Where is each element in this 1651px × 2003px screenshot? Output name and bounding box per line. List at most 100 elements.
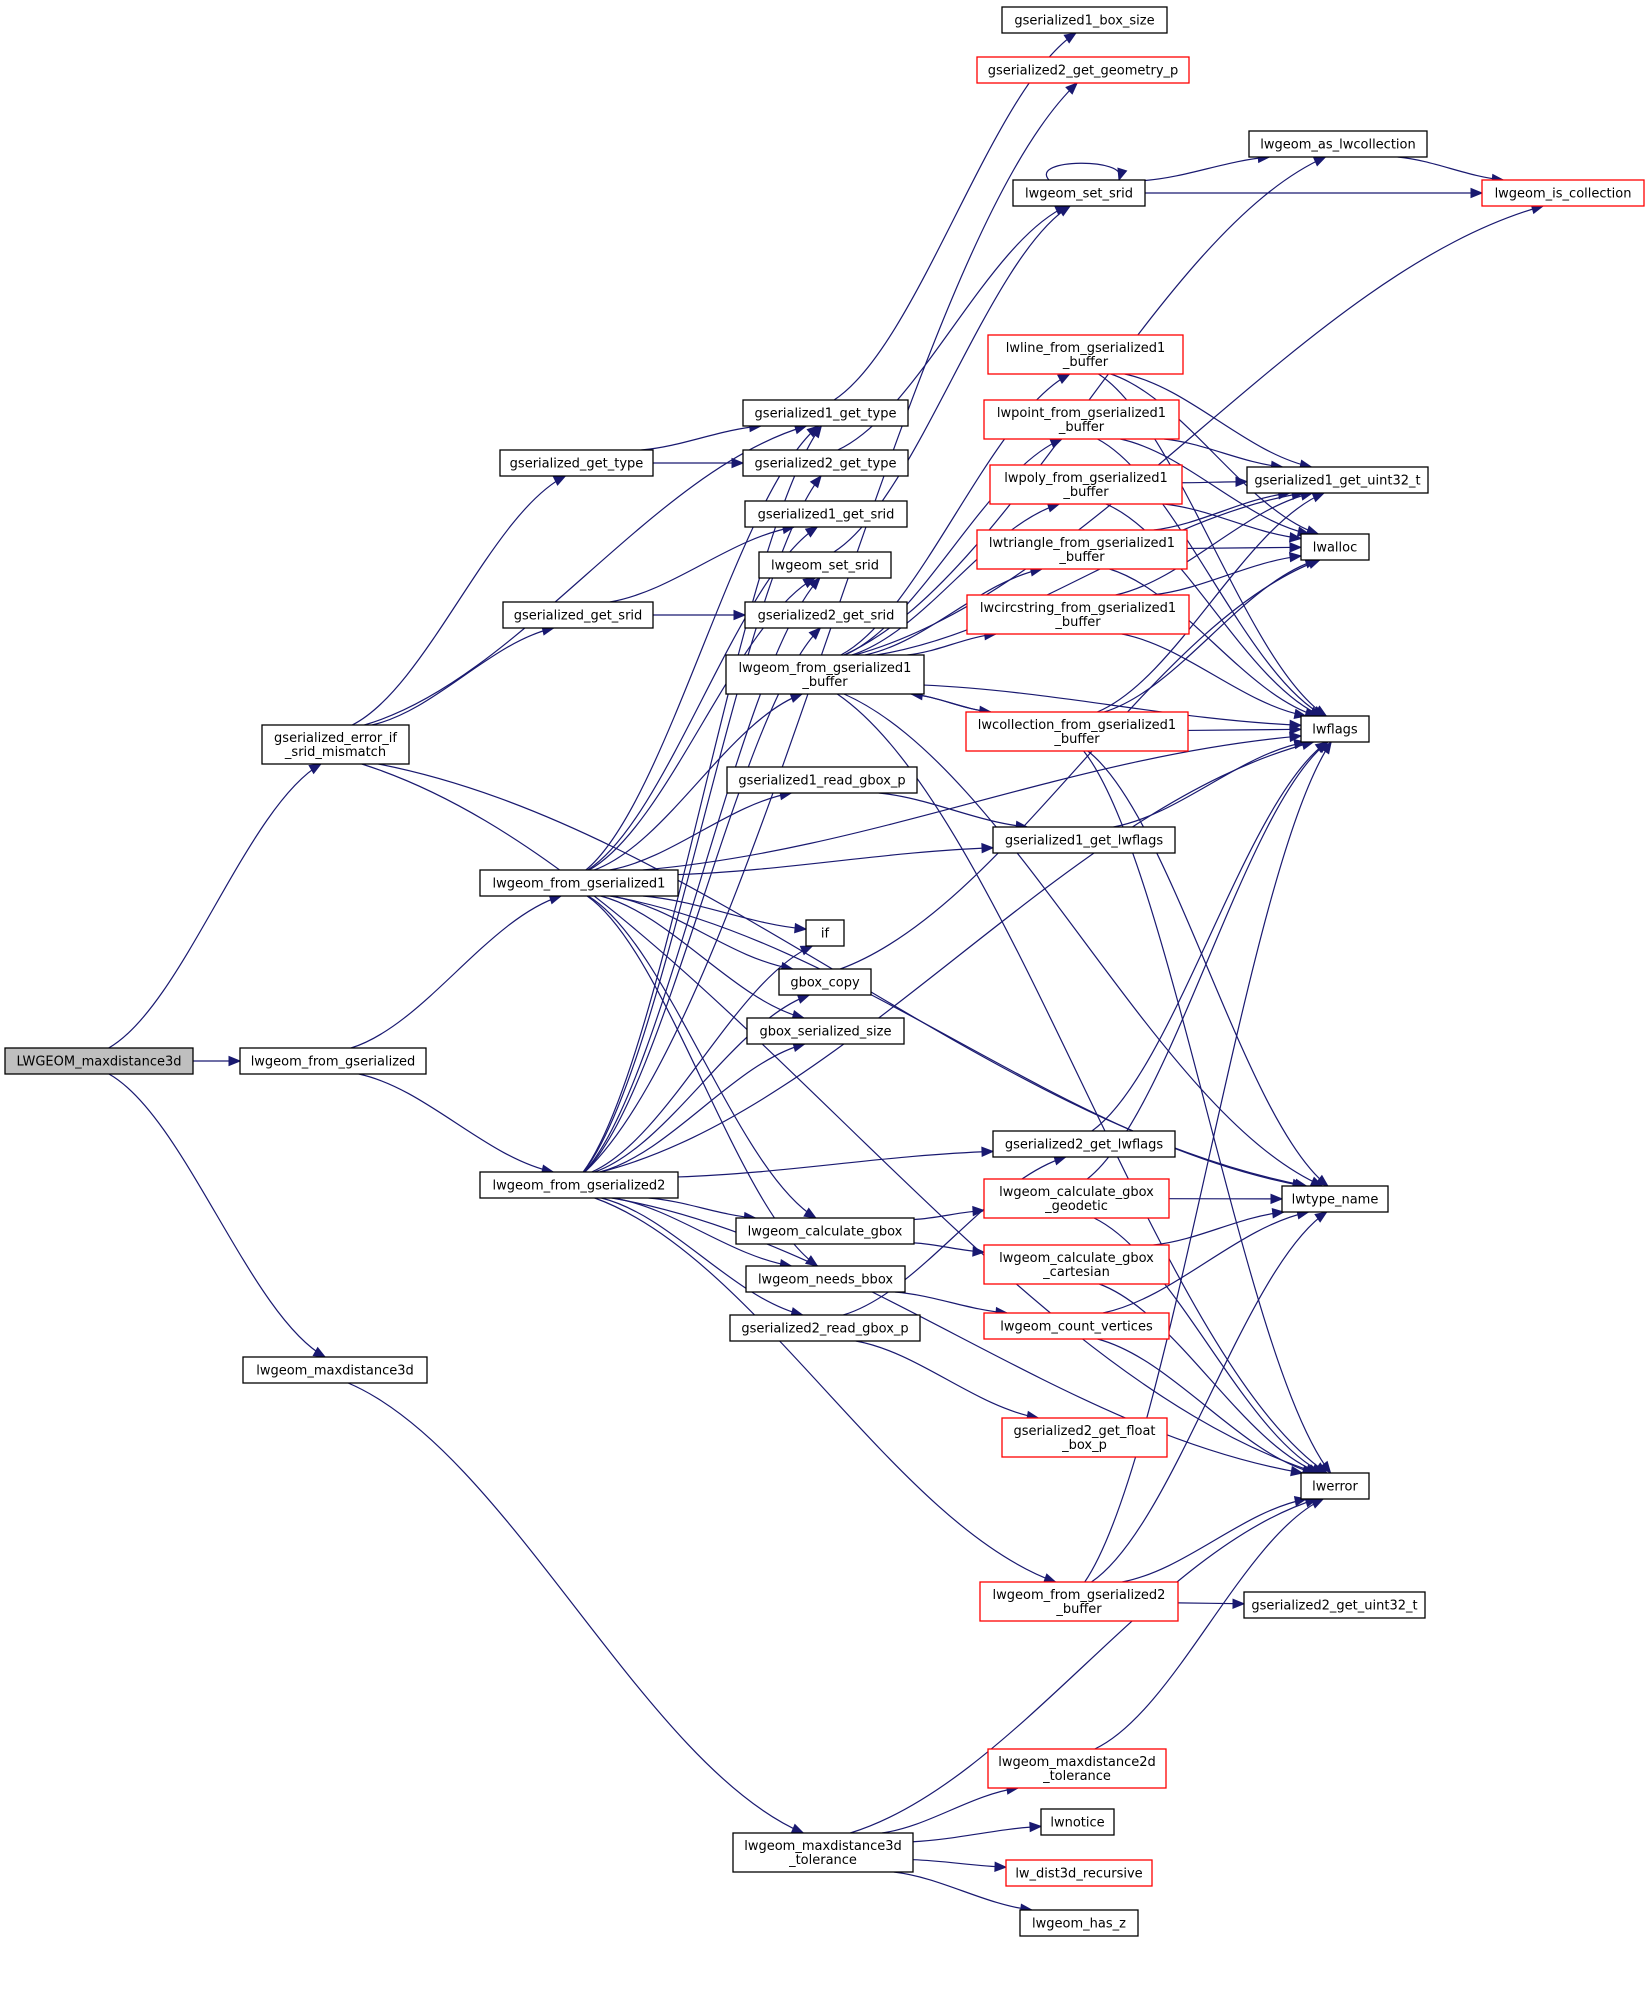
node-gserialized-get-type[interactable]: gserialized_get_type <box>499 449 654 477</box>
node-box[interactable] <box>758 551 892 579</box>
node-lwtriangle-from-gserialized1-buffer[interactable]: lwtriangle_from_gserialized1_buffer <box>976 529 1188 570</box>
node-box[interactable] <box>983 399 1180 440</box>
node-lwtype-name[interactable]: lwtype_name <box>1281 1185 1389 1213</box>
node-lwgeom-set-srid[interactable]: lwgeom_set_srid <box>1012 179 1146 207</box>
node-gserialized1-get-lwflags[interactable]: gserialized1_get_lwflags <box>992 826 1176 854</box>
node-box[interactable] <box>735 1217 915 1245</box>
node-box[interactable] <box>1481 179 1645 207</box>
node-gserialized2-get-uint32-t[interactable]: gserialized2_get_uint32_t <box>1243 1591 1426 1619</box>
node-box[interactable] <box>979 1581 1179 1622</box>
node-box[interactable] <box>745 1265 906 1293</box>
node-lwgeom-maxdistance3d[interactable]: LWGEOM_maxdistance3d <box>4 1047 194 1075</box>
node-box[interactable] <box>1300 533 1370 561</box>
node-gserialized2-get-float-box-p[interactable]: gserialized2_get_float_box_p <box>1001 1417 1168 1458</box>
node-box[interactable] <box>965 711 1189 752</box>
node-box[interactable] <box>966 594 1190 635</box>
node-box[interactable] <box>1001 1417 1168 1458</box>
node-lwgeom-calculate-gbox-cartesian[interactable]: lwgeom_calculate_gbox_cartesian <box>983 1244 1170 1285</box>
node-if[interactable]: if <box>805 919 845 947</box>
node-gserialized2-get-srid[interactable]: gserialized2_get_srid <box>744 601 908 629</box>
node-gserialized2-get-lwflags[interactable]: gserialized2_get_lwflags <box>992 1130 1176 1158</box>
node-lwgeom-calculate-gbox-geodetic[interactable]: lwgeom_calculate_gbox_geodetic <box>983 1178 1170 1219</box>
node-lwflags[interactable]: lwflags <box>1300 715 1370 743</box>
node-box[interactable] <box>742 449 909 477</box>
node-box[interactable] <box>4 1047 194 1075</box>
node-box[interactable] <box>261 724 410 765</box>
node-box[interactable] <box>1040 1808 1115 1836</box>
node-gserialized1-get-uint32-t[interactable]: gserialized1_get_uint32_t <box>1246 466 1429 494</box>
node-box[interactable] <box>992 826 1176 854</box>
node-lwgeom-from-gserialized2[interactable]: lwgeom_from_gserialized2 <box>479 1171 679 1199</box>
node-box[interactable] <box>992 1130 1176 1158</box>
node-box[interactable] <box>1019 1909 1139 1937</box>
node-lwgeom-from-gserialized[interactable]: lwgeom_from_gserialized <box>239 1047 427 1075</box>
node-box[interactable] <box>729 1314 921 1342</box>
node-box[interactable] <box>983 1244 1170 1285</box>
node-gserialized1-get-type[interactable]: gserialized1_get_type <box>742 399 909 427</box>
node-lwalloc[interactable]: lwalloc <box>1300 533 1370 561</box>
node-lwgeom-maxdistance3d-tolerance[interactable]: lwgeom_maxdistance3d_tolerance <box>732 1832 914 1873</box>
node-gserialized2-get-geometry-p[interactable]: gserialized2_get_geometry_p <box>976 56 1190 84</box>
node-box[interactable] <box>742 399 909 427</box>
node-box[interactable] <box>1300 1472 1370 1500</box>
node-box[interactable] <box>805 919 845 947</box>
node-gbox-serialized-size[interactable]: gbox_serialized_size <box>746 1017 905 1045</box>
node-lwgeom-from-gserialized1[interactable]: lwgeom_from_gserialized1 <box>479 869 679 897</box>
node-box[interactable] <box>989 464 1183 505</box>
node-lwgeom-from-gserialized2-buffer[interactable]: lwgeom_from_gserialized2_buffer <box>979 1581 1179 1622</box>
node-lwgeom-calculate-gbox[interactable]: lwgeom_calculate_gbox <box>735 1217 915 1245</box>
node-box[interactable] <box>983 1312 1170 1340</box>
node-lwgeom-as-lwcollection[interactable]: lwgeom_as_lwcollection <box>1248 130 1428 158</box>
node-gserialized-get-srid[interactable]: gserialized_get_srid <box>502 601 654 629</box>
node-box[interactable] <box>746 1017 905 1045</box>
node-lwgeom-set-srid[interactable]: lwgeom_set_srid <box>758 551 892 579</box>
node-lwgeom-from-gserialized1-buffer[interactable]: lwgeom_from_gserialized1_buffer <box>725 654 925 695</box>
node-box[interactable] <box>479 1171 679 1199</box>
node-box[interactable] <box>778 968 872 996</box>
node-box[interactable] <box>502 601 654 629</box>
node-box[interactable] <box>726 766 918 794</box>
node-box[interactable] <box>1005 1859 1153 1887</box>
node-box[interactable] <box>1246 466 1429 494</box>
node-box[interactable] <box>744 601 908 629</box>
node-box[interactable] <box>983 1178 1170 1219</box>
node-box[interactable] <box>1012 179 1146 207</box>
node-lw-dist3d-recursive[interactable]: lw_dist3d_recursive <box>1005 1859 1153 1887</box>
node-box[interactable] <box>499 449 654 477</box>
node-box[interactable] <box>239 1047 427 1075</box>
node-box[interactable] <box>987 334 1184 375</box>
node-box[interactable] <box>1001 6 1168 34</box>
node-lwgeom-needs-bbox[interactable]: lwgeom_needs_bbox <box>745 1265 906 1293</box>
node-gserialized2-read-gbox-p[interactable]: gserialized2_read_gbox_p <box>729 1314 921 1342</box>
node-lwgeom-has-z[interactable]: lwgeom_has_z <box>1019 1909 1139 1937</box>
node-lwgeom-maxdistance3d[interactable]: lwgeom_maxdistance3d <box>242 1356 428 1384</box>
node-box[interactable] <box>1300 715 1370 743</box>
node-gserialized1-get-srid[interactable]: gserialized1_get_srid <box>744 500 908 528</box>
node-box[interactable] <box>976 56 1190 84</box>
node-lwcircstring-from-gserialized1-buffer[interactable]: lwcircstring_from_gserialized1_buffer <box>966 594 1190 635</box>
node-box[interactable] <box>1281 1185 1389 1213</box>
node-box[interactable] <box>1248 130 1428 158</box>
node-lwerror[interactable]: lwerror <box>1300 1472 1370 1500</box>
node-box[interactable] <box>987 1748 1167 1789</box>
node-gserialized-error-if-srid-mismatch[interactable]: gserialized_error_if_srid_mismatch <box>261 724 410 765</box>
node-lwnotice[interactable]: lwnotice <box>1040 1808 1115 1836</box>
node-lwgeom-maxdistance2d-tolerance[interactable]: lwgeom_maxdistance2d_tolerance <box>987 1748 1167 1789</box>
node-lwpoint-from-gserialized1-buffer[interactable]: lwpoint_from_gserialized1_buffer <box>983 399 1180 440</box>
node-box[interactable] <box>242 1356 428 1384</box>
node-gserialized2-get-type[interactable]: gserialized2_get_type <box>742 449 909 477</box>
node-box[interactable] <box>479 869 679 897</box>
node-box[interactable] <box>732 1832 914 1873</box>
node-box[interactable] <box>976 529 1188 570</box>
node-gserialized1-box-size[interactable]: gserialized1_box_size <box>1001 6 1168 34</box>
node-lwgeom-is-collection[interactable]: lwgeom_is_collection <box>1481 179 1645 207</box>
node-box[interactable] <box>725 654 925 695</box>
node-lwline-from-gserialized1-buffer[interactable]: lwline_from_gserialized1_buffer <box>987 334 1184 375</box>
node-lwpoly-from-gserialized1-buffer[interactable]: lwpoly_from_gserialized1_buffer <box>989 464 1183 505</box>
node-gserialized1-read-gbox-p[interactable]: gserialized1_read_gbox_p <box>726 766 918 794</box>
node-lwcollection-from-gserialized1-buffer[interactable]: lwcollection_from_gserialized1_buffer <box>965 711 1189 752</box>
node-lwgeom-count-vertices[interactable]: lwgeom_count_vertices <box>983 1312 1170 1340</box>
node-box[interactable] <box>1243 1591 1426 1619</box>
node-box[interactable] <box>744 500 908 528</box>
node-gbox-copy[interactable]: gbox_copy <box>778 968 872 996</box>
